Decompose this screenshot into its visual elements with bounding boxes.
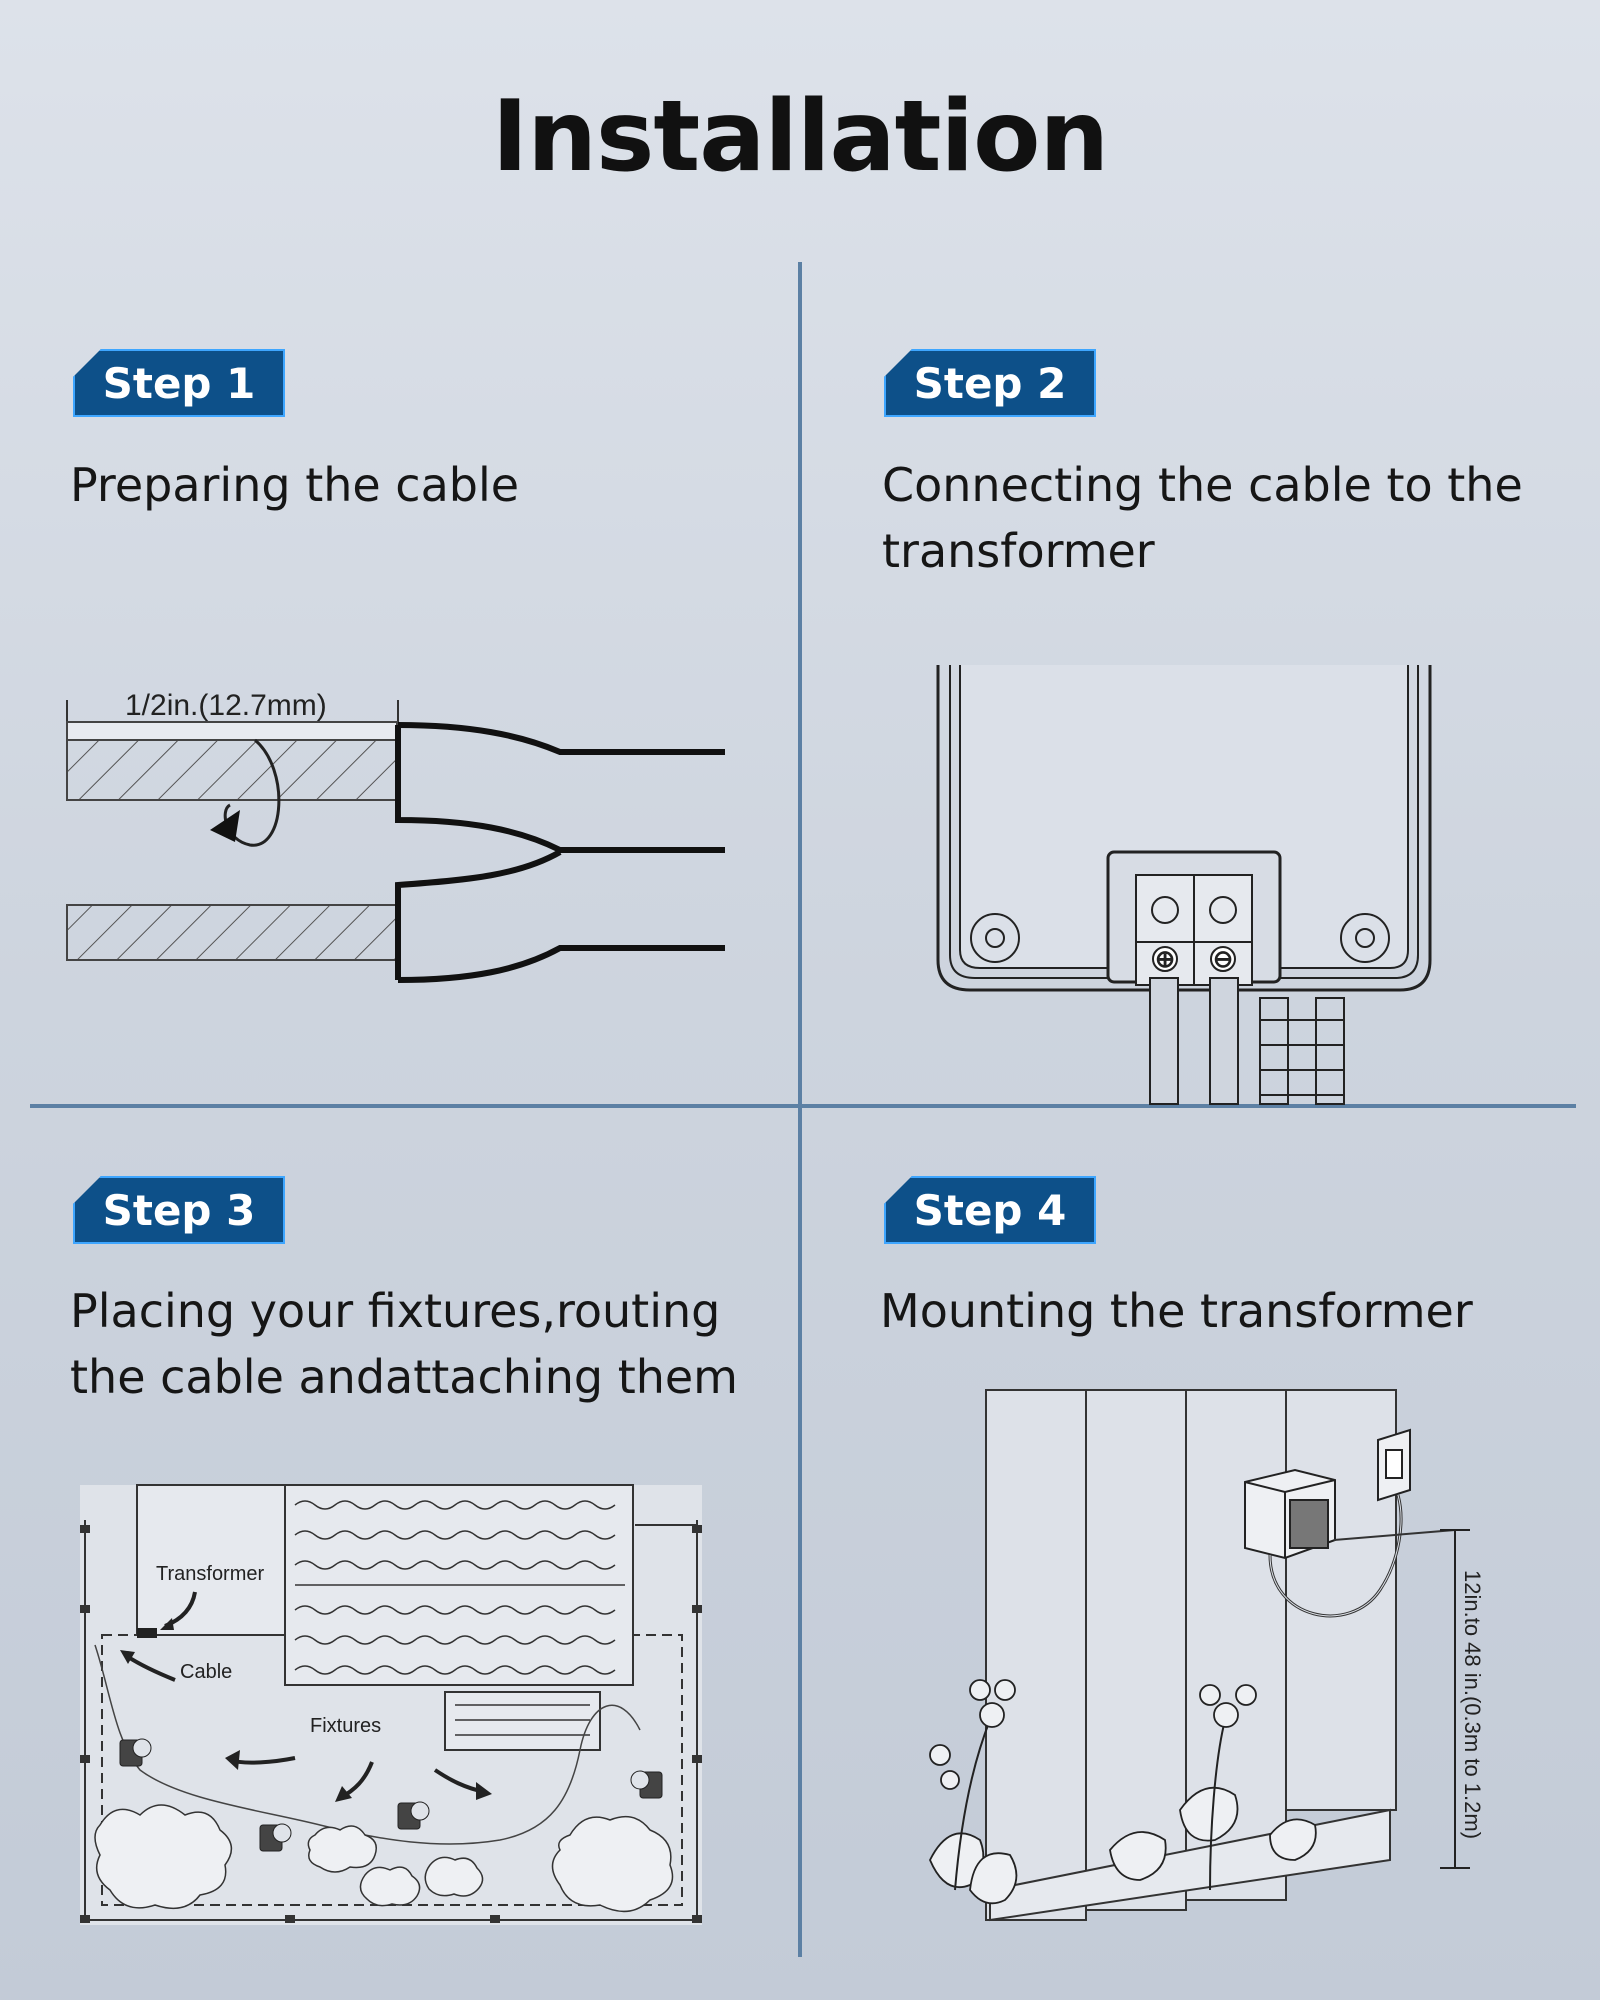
cable-label: Cable <box>180 1661 232 1683</box>
step-1-badge: Step 1 <box>73 349 285 417</box>
horizontal-divider <box>30 1104 1576 1108</box>
step-3-badge: Step 3 <box>73 1176 285 1244</box>
step-4-badge: Step 4 <box>884 1176 1096 1244</box>
step-3-heading: Placing your fixtures,routing the cable … <box>70 1284 738 1404</box>
transformer-label: Transformer <box>156 1563 265 1585</box>
step-2-badge: Step 2 <box>884 349 1096 417</box>
cable-preparation-diagram: 1/2in.(12.7mm) <box>66 689 725 983</box>
plus-terminal-label: ⊕ <box>1155 946 1175 973</box>
page-title: Installation <box>491 80 1109 194</box>
step-1-heading: Preparing the cable <box>70 458 520 512</box>
wall-mounting-diagram: 12in.to 48 in.(0.3m to 1.2m) <box>929 1389 1485 1922</box>
fixtures-label: Fixtures <box>310 1715 381 1737</box>
measure-label: 1/2in.(12.7mm) <box>125 689 327 722</box>
vertical-divider <box>798 262 802 1957</box>
transformer-terminal-diagram: ⊕ ⊖ <box>936 665 1432 1105</box>
yard-layout-diagram: Transformer Cable Fixtures <box>80 1484 702 1925</box>
step-4-heading: Mounting the transformer <box>880 1284 1473 1338</box>
minus-terminal-label: ⊖ <box>1213 946 1233 973</box>
height-dimension-label: 12in.to 48 in.(0.3m to 1.2m) <box>1460 1570 1485 1839</box>
step-2-heading: Connecting the cable to the transformer <box>882 458 1523 578</box>
